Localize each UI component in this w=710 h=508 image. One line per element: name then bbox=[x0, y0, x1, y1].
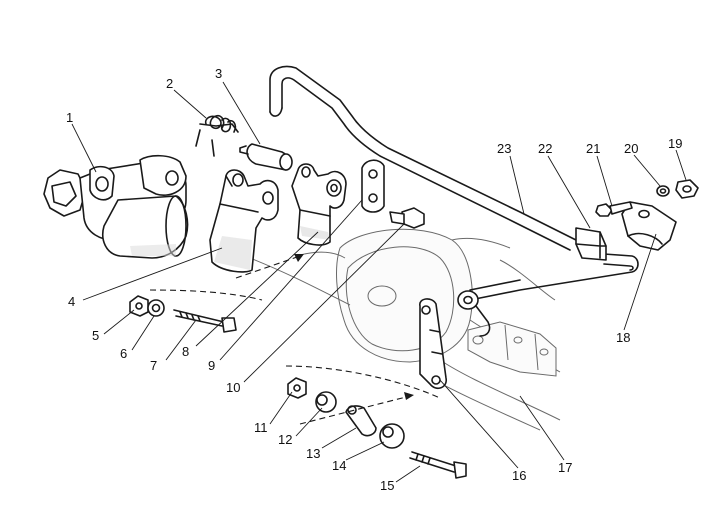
stabiliser-bar bbox=[269, 65, 639, 301]
callout-23: 23 bbox=[497, 141, 511, 156]
bush-14 bbox=[379, 423, 405, 449]
bolt-10 bbox=[389, 207, 425, 229]
bar-bush-clamp bbox=[575, 227, 607, 261]
callout-15: 15 bbox=[380, 478, 394, 493]
callout-14: 14 bbox=[332, 458, 346, 473]
callout-9: 9 bbox=[208, 358, 215, 373]
drop-link bbox=[419, 298, 447, 390]
callout-16: 16 bbox=[512, 468, 526, 483]
lever-8 bbox=[291, 163, 347, 246]
sleeve-13 bbox=[345, 405, 377, 437]
nut-19 bbox=[675, 179, 699, 199]
drop-link-end bbox=[457, 290, 491, 337]
bolt-21 bbox=[595, 201, 633, 217]
spring bbox=[195, 114, 239, 157]
nut-5 bbox=[129, 295, 149, 317]
callout-8: 8 bbox=[182, 344, 189, 359]
clamp-bracket bbox=[621, 201, 677, 251]
axle-bracket-ghost bbox=[467, 321, 557, 377]
bush-12 bbox=[315, 391, 337, 413]
pin bbox=[239, 143, 293, 171]
bolt-7 bbox=[173, 309, 237, 333]
link-plate bbox=[361, 159, 385, 213]
leader-lines bbox=[71, 81, 687, 483]
callout-4: 4 bbox=[68, 294, 75, 309]
callout-2: 2 bbox=[166, 76, 173, 91]
callout-6: 6 bbox=[120, 346, 127, 361]
callout-1: 1 bbox=[66, 110, 73, 125]
callout-21: 21 bbox=[586, 141, 600, 156]
lever-4 bbox=[209, 169, 279, 273]
callout-19: 19 bbox=[668, 136, 682, 151]
callout-12: 12 bbox=[278, 432, 292, 447]
callout-10: 10 bbox=[226, 380, 240, 395]
bolt-15 bbox=[409, 451, 467, 479]
callout-7: 7 bbox=[150, 358, 157, 373]
callout-labels: 1 2 3 4 5 6 7 8 9 10 11 12 13 14 15 16 1… bbox=[66, 66, 682, 493]
callout-5: 5 bbox=[92, 328, 99, 343]
assembly-path-lower bbox=[285, 365, 441, 425]
callout-22: 22 bbox=[538, 141, 552, 156]
callout-17: 17 bbox=[558, 460, 572, 475]
washer-20 bbox=[656, 185, 670, 197]
callout-20: 20 bbox=[624, 141, 638, 156]
callout-18: 18 bbox=[616, 330, 630, 345]
callout-13: 13 bbox=[306, 446, 320, 461]
assembly-path-upper bbox=[149, 254, 304, 301]
valve-body bbox=[43, 154, 189, 259]
callout-11: 11 bbox=[254, 420, 268, 435]
bush-6 bbox=[147, 299, 165, 317]
callout-3: 3 bbox=[215, 66, 222, 81]
nut-11 bbox=[287, 377, 307, 399]
